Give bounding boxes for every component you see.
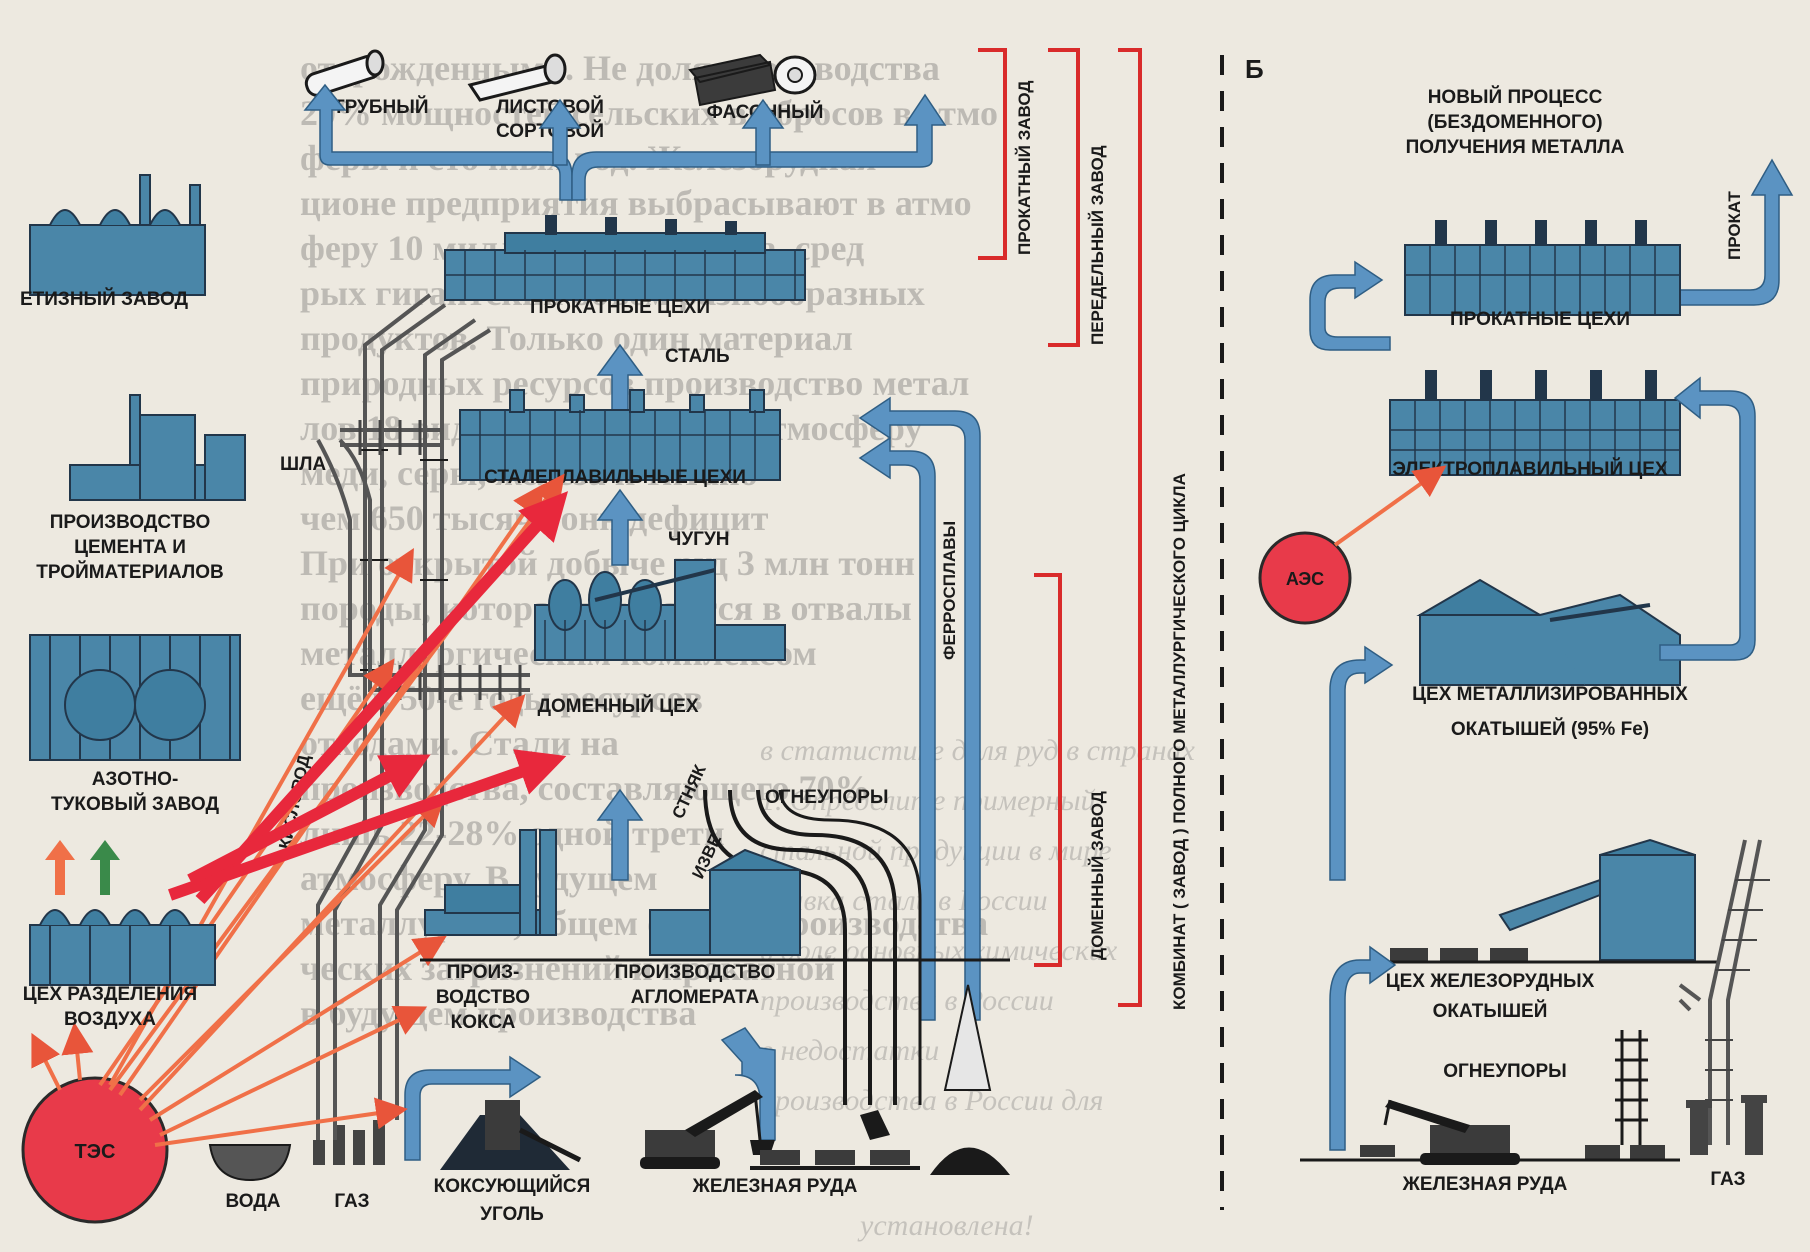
nitrogen-label-line2: ТУКОВЫЙ ЗАВОД — [51, 793, 219, 815]
rolled-output-label: ПРОКАТ — [1725, 191, 1744, 260]
rolling-shops-label: ПРОКАТНЫЕ ЦЕХИ — [530, 297, 710, 318]
hardware-plant-label: ЕТИЗНЫЙ ЗАВОД — [20, 288, 188, 310]
right-iron-ore-label: ЖЕЛЕЗНАЯ РУДА — [1402, 1174, 1568, 1195]
right-rolling-shops-plant — [1405, 220, 1680, 315]
rolling-plant-label: ПРОКАТНЫЙ ЗАВОД — [1015, 81, 1034, 256]
air-separation-plant — [30, 910, 215, 985]
cement-label-line2: ЦЕМЕНТА И — [74, 537, 186, 558]
cement-label-line3: ТРОЙМАТЕРИАЛОВ — [36, 561, 223, 583]
water-icon — [210, 1145, 290, 1180]
gas-label: ГАЗ — [334, 1191, 369, 1212]
blast-plant-label: ДОМЕННЫЙ ЗАВОД — [1088, 791, 1107, 960]
svg-text:в недостатки: в недостатки — [760, 1034, 939, 1067]
right-refractories-label: ОГНЕУПОРЫ — [1443, 1061, 1566, 1082]
coking-coal-label-line1: КОКСУЮЩИЙСЯ — [434, 1175, 591, 1197]
slag-label: ШЛА — [280, 454, 326, 475]
coke-label-line2: ВОДСТВО — [436, 987, 530, 1008]
right-ore-wagons — [1585, 1145, 1665, 1159]
cement-plant — [70, 395, 245, 500]
bottom-input-arrows — [405, 1028, 775, 1160]
aes-label: АЭС — [1286, 569, 1324, 589]
steel-label: СТАЛЬ — [665, 346, 730, 367]
svg-text:производства в России: производства в России — [760, 984, 1054, 1017]
tps-label: ТЭС — [75, 1141, 116, 1163]
right-excavator-icon — [1360, 1100, 1520, 1165]
air-sep-label-line1: ЦЕХ РАЗДЕЛЕНИЯ — [23, 984, 197, 1005]
hardware-plant — [30, 175, 205, 295]
svg-text:ционе предприятия выбрасывают: ционе предприятия выбрасывают в атмо — [300, 183, 972, 223]
metallized-label-line1: ЦЕХ МЕТАЛЛИЗИРОВАННЫХ — [1412, 684, 1688, 705]
pellets-label-line2: ОКАТЫШЕЙ — [1433, 1000, 1548, 1022]
pipe-label: ТРУБНЫЙ — [333, 96, 428, 118]
pellets-wagons — [1390, 948, 1528, 962]
svg-text:в доле основных химических: в доле основных химических — [760, 934, 1118, 967]
air-sep-label-line2: ВОЗДУХА — [64, 1009, 156, 1030]
full-cycle-label: КОМБИНАТ ( ЗАВОД ) ПОЛНОГО МЕТАЛЛУРГИЧЕС… — [1170, 473, 1189, 1010]
svg-text:плавка стали в России: плавка стали в России — [760, 884, 1048, 917]
water-label: ВОДА — [225, 1191, 280, 1212]
gas-icon — [313, 1120, 385, 1165]
steelmaking-shops-label: СТАЛЕПЛАВИЛЬНЫЕ ЦЕХИ — [484, 467, 746, 488]
svg-text:установлена!: установлена! — [857, 1209, 1034, 1242]
aes-energy-ray — [1335, 470, 1440, 545]
agglomerate-label-line1: ПРОИЗВОДСТВО — [615, 962, 776, 983]
right-rolling-shops-label: ПРОКАТНЫЕ ЦЕХИ — [1450, 309, 1630, 330]
section-label-b: Б — [1245, 54, 1264, 84]
coking-coal-label-line2: УГОЛЬ — [480, 1204, 544, 1225]
right-gas-label: ГАЗ — [1710, 1169, 1745, 1190]
new-process-title-line2: (БЕЗДОМЕННОГО) — [1427, 112, 1602, 133]
coking-coal-icon — [440, 1100, 580, 1170]
new-process-title-line1: НОВЫЙ ПРОЦЕСС — [1428, 86, 1603, 108]
coke-label-line3: КОКСА — [451, 1012, 516, 1033]
iron-ore-label: ЖЕЛЕЗНАЯ РУДА — [692, 1176, 858, 1197]
metallized-pellets-plant — [1420, 580, 1680, 685]
metallized-label-line2: ОКАТЫШЕЙ (95% Fe) — [1451, 718, 1649, 740]
pig-iron-label: ЧУГУН — [668, 529, 729, 550]
nitrogen-plant — [30, 635, 240, 760]
svg-text:оторожденными. Не доля произво: оторожденными. Не доля производства — [300, 48, 940, 88]
pellets-label-line1: ЦЕХ ЖЕЛЕЗОРУДНЫХ — [1386, 971, 1595, 992]
agglomerate-label-line2: АГЛОМЕРАТА — [631, 987, 760, 1008]
right-rail-track — [1615, 1030, 1648, 1145]
refractories-label: ОГНЕУПОРЫ — [765, 787, 888, 808]
new-process-title-line3: ПОЛУЧЕНИЯ МЕТАЛЛА — [1406, 137, 1625, 158]
blast-furnace-label: ДОМЕННЫЙ ЦЕХ — [537, 695, 698, 717]
nitrogen-label-line1: АЗОТНО- — [92, 769, 179, 790]
bracket-full-cycle — [1118, 50, 1140, 1005]
coke-label-line1: ПРОИЗ- — [447, 962, 520, 983]
ferroalloys-label: ФЕРРОСПЛАВЫ — [940, 521, 959, 660]
gas-pipeline-ties — [1705, 880, 1770, 1100]
bracket-rolling-plant — [978, 50, 1005, 258]
svg-text:производства в России для: производства в России для — [760, 1084, 1104, 1117]
air-separation-outputs — [45, 840, 120, 895]
cement-label-line1: ПРОИЗВОДСТВО — [50, 512, 211, 533]
excavator-icon — [640, 1090, 775, 1169]
conversion-plant-label: ПЕРЕДЕЛЬНЫЙ ЗАВОД — [1088, 145, 1107, 345]
bracket-conversion-plant — [1048, 50, 1078, 345]
iron-ore-pellets-plant — [1500, 840, 1695, 960]
